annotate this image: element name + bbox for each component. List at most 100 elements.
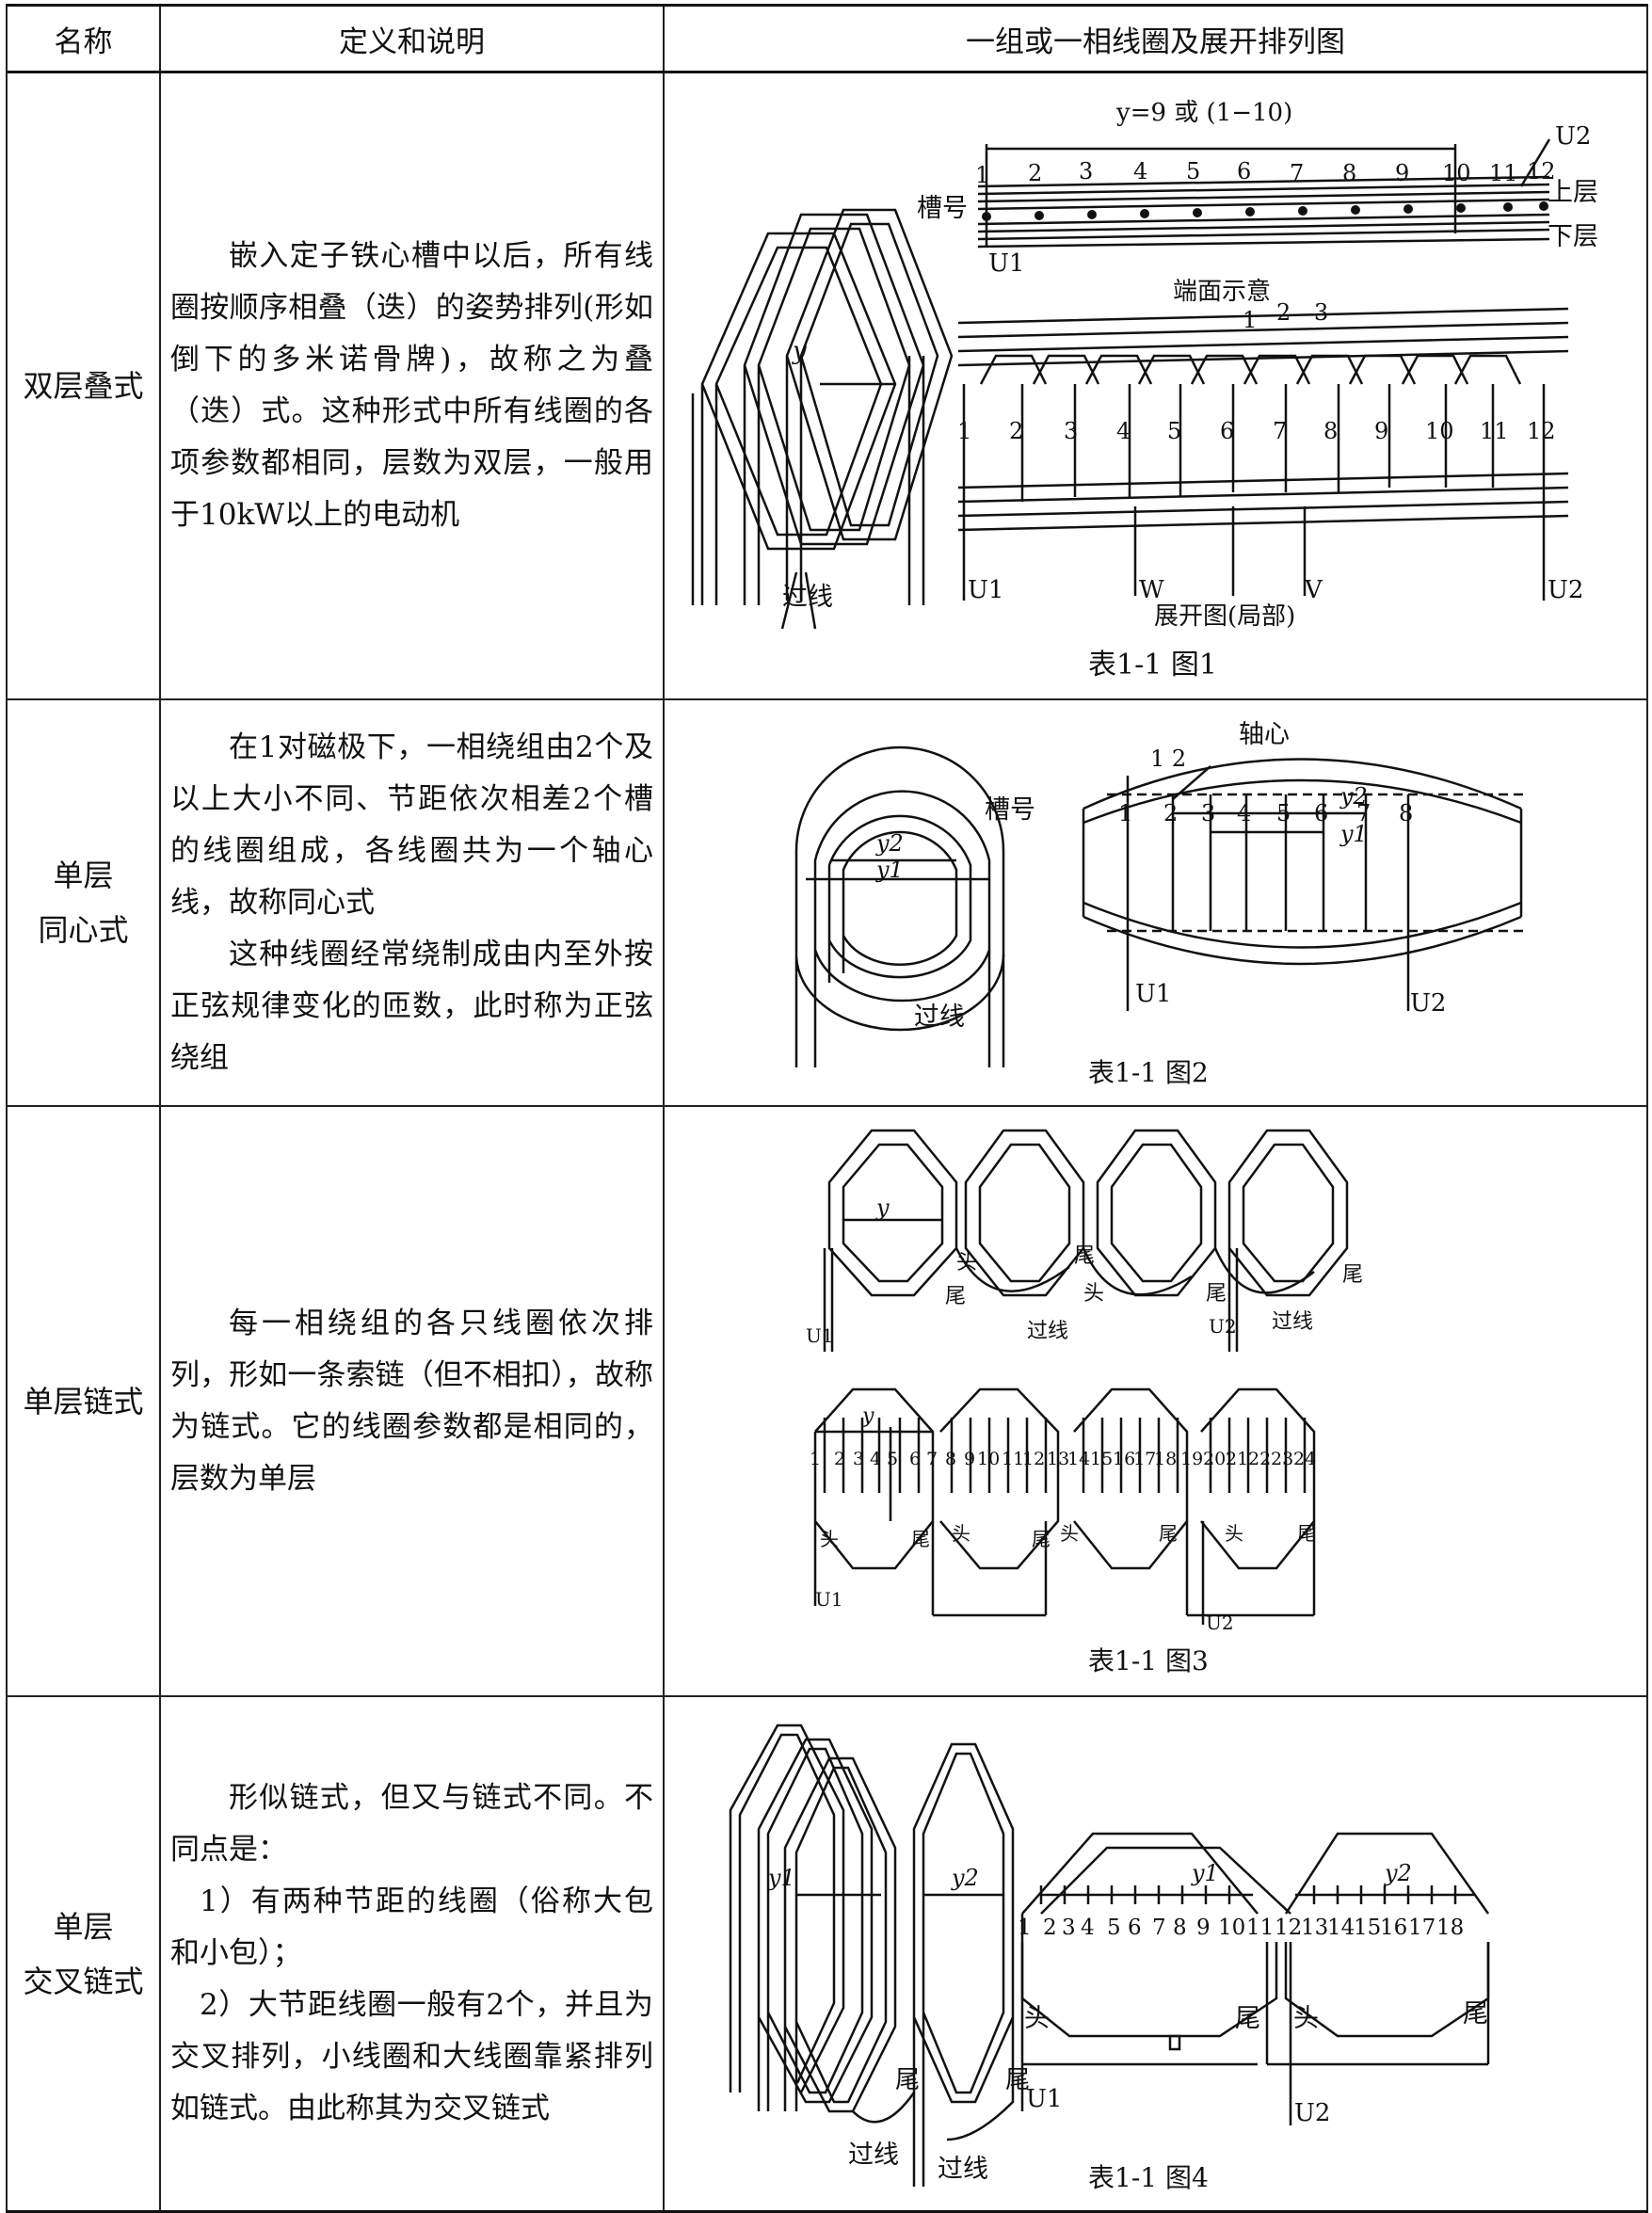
head-b3: 头 [1060,1522,1079,1545]
upper-layer-label: 上层 [1548,178,1598,207]
svg-text:7: 7 [1356,800,1371,826]
svg-text:4: 4 [1133,158,1147,184]
desc-paragraph: 嵌入定子铁心槽中以后，所有线圈按顺序相叠（迭）的姿势排列(形如倒下的多米诺骨牌)… [170,239,653,532]
slot-label: 槽号 [985,795,1035,825]
svg-text:6: 6 [1237,158,1251,184]
head-b4: 头 [1225,1522,1243,1545]
svg-text:7: 7 [1273,418,1287,444]
head-1: 头 [1024,2004,1050,2033]
tail-2: 尾 [1463,1999,1488,2029]
slot-label: 槽号 [917,194,968,223]
svg-text:8: 8 [945,1449,956,1469]
tail-b4: 尾 [1297,1522,1316,1545]
svg-text:6: 6 [1314,800,1328,826]
svg-text:1: 1 [975,162,989,188]
svg-text:10: 10 [1218,1916,1245,1940]
svg-text:1: 1 [1018,1916,1032,1940]
exp-pitch-y2: y2 [1384,1860,1412,1886]
svg-text:24: 24 [1293,1449,1316,1469]
svg-text:6: 6 [909,1449,921,1469]
end-number-3: 3 [1314,299,1328,326]
pitch-y2: y2 [951,1865,979,1891]
axis-label: 轴心 [1239,720,1290,749]
head-b2: 头 [952,1522,970,1545]
row-double-layer-lap: 双层叠式 嵌入定子铁心槽中以后，所有线圈按顺序相叠（迭）的姿势排列(形如倒下的多… [6,71,1648,700]
svg-text:17: 17 [1133,1449,1156,1469]
head-2: 头 [1083,1282,1104,1306]
tail-3: 尾 [1206,1282,1227,1306]
u1-label-top: U1 [988,249,1024,278]
row-description: 在1对磁极下，一相绕组由2个及以上大小不同、节距依次相差2个槽的线圈组成，各线圈… [159,698,665,1107]
svg-text:11: 11 [1489,160,1518,186]
pitch-y1: y1 [875,857,904,883]
row-name-line-1: 单层 [53,858,114,893]
svg-text:16: 16 [1380,1916,1407,1940]
u1-top: U1 [806,1324,834,1347]
svg-text:1: 1 [810,1449,821,1469]
top-numbers: 1 2 [1150,746,1186,772]
svg-text:5: 5 [1107,1916,1121,1940]
row-single-layer-concentric: 单层 同心式 在1对磁极下，一相绕组由2个及以上大小不同、节距依次相差2个槽的线… [6,698,1648,1107]
svg-text:2: 2 [1043,1916,1057,1940]
u1-label: U1 [968,576,1003,604]
svg-text:19: 19 [1180,1449,1203,1469]
w-label: W [1139,576,1164,604]
header-row: 名称 定义和说明 一组或一相线圈及展开排列图 [6,4,1648,73]
figure-caption: 表1-1 图2 [1088,1057,1209,1088]
svg-text:13: 13 [1047,1449,1069,1469]
row-description: 形似链式，但又与链式不同。不同点是： 1）有两种节距的线圈（俗称大包和小包）； … [159,1695,665,2213]
svg-text:3: 3 [853,1449,864,1469]
svg-text:2: 2 [1163,800,1178,826]
svg-text:9: 9 [1395,160,1409,186]
svg-text:12: 12 [1527,158,1556,184]
svg-text:1: 1 [957,418,971,444]
crossover-1: 过线 [848,2141,899,2170]
svg-text:5: 5 [887,1449,898,1469]
header-desc: 定义和说明 [159,4,665,73]
row-description: 每一相绕组的各只线圈依次排列，形如一条索链（但不相扣），故称为链式。它的线圈参数… [159,1105,665,1697]
row-name-line-1: 单层 [53,1908,114,1945]
svg-text:4: 4 [1081,1916,1095,1940]
u2-bottom: U2 [1206,1612,1234,1634]
svg-text:16: 16 [1113,1449,1135,1469]
crossover-label: 过线 [782,583,833,612]
svg-text:8: 8 [1173,1916,1187,1940]
u2-label-top: U2 [1555,122,1591,151]
row-name: 单层 同心式 [6,698,161,1107]
svg-text:8: 8 [1342,160,1356,186]
end-view-label: 端面示意 [1173,278,1271,306]
pitch-y2: y2 [875,830,904,857]
exp-pitch-y1: y1 [1339,821,1368,847]
svg-text:6: 6 [1128,1916,1142,1940]
desc-paragraph-2: 这种线圈经常绕制成由内至外按正弦规律变化的匝数，此时称为正弦绕组 [170,937,653,1075]
row-description: 嵌入定子铁心槽中以后，所有线圈按顺序相叠（迭）的姿势排列(形如倒下的多米诺骨牌)… [159,71,665,700]
tail-b1: 尾 [911,1528,930,1550]
desc-paragraph-1: 形似链式，但又与链式不同。不同点是： [170,1781,653,1867]
svg-text:9: 9 [1374,418,1388,444]
svg-text:21: 21 [1226,1449,1248,1469]
svg-text:4: 4 [870,1449,881,1469]
head-2: 头 [1293,2004,1319,2033]
u2-label: U2 [1294,2099,1330,2127]
row-name: 单层链式 [6,1105,161,1697]
svg-text:3: 3 [1201,800,1215,826]
row-name: 单层 交叉链式 [6,1695,161,2213]
svg-text:11: 11 [1002,1449,1024,1469]
pitch-y: y [875,1195,890,1221]
svg-text:9: 9 [964,1449,975,1469]
pitch-y-bottom: y [861,1404,874,1428]
desc-paragraph-2: 1）有两种节距的线圈（俗称大包和小包）； [170,1884,653,1970]
svg-text:12: 12 [1527,418,1556,444]
tail-b3: 尾 [1159,1522,1178,1545]
tail-b2: 尾 [1032,1528,1051,1550]
svg-text:3: 3 [1062,1916,1076,1940]
svg-text:12: 12 [1022,1449,1045,1469]
row-name-line-2: 交叉链式 [23,1963,144,1999]
